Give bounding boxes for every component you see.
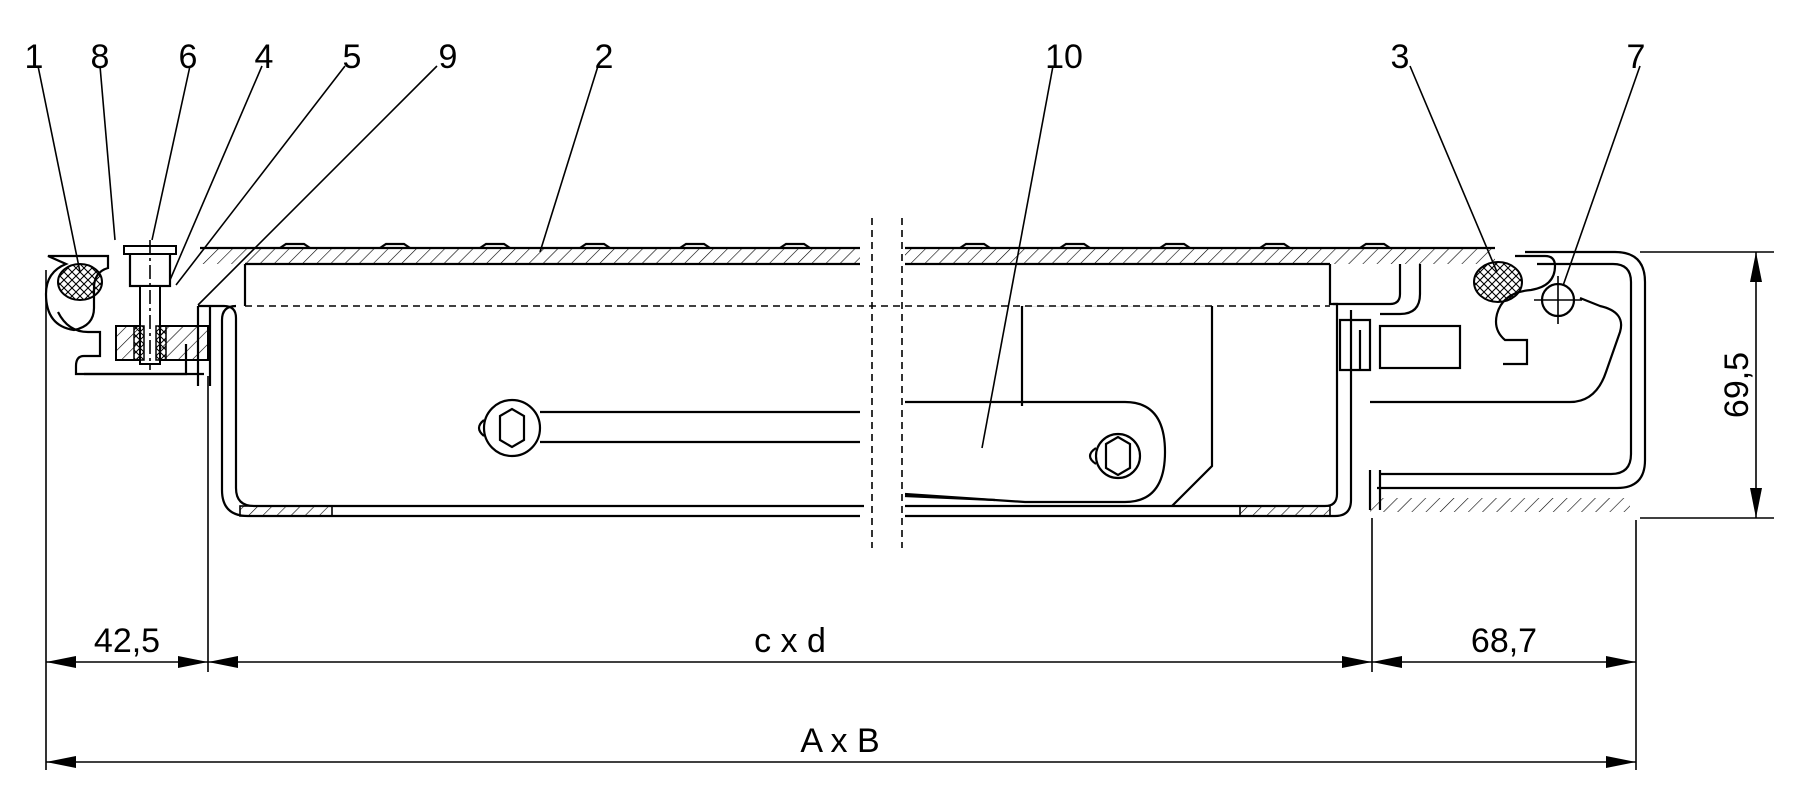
extension-lines xyxy=(45,251,1774,770)
part-label-1: 1 xyxy=(25,38,44,76)
hinge-screw xyxy=(115,240,209,370)
part-label-5: 5 xyxy=(343,38,362,76)
tray-body xyxy=(196,264,1353,518)
part-label-7: 7 xyxy=(1627,38,1646,76)
part-label-9: 9 xyxy=(439,38,458,76)
dim-overall: A x B xyxy=(800,722,879,760)
part-label-4: 4 xyxy=(255,38,274,76)
part-label-10: 10 xyxy=(1045,38,1083,76)
dim-left-flange: 42,5 xyxy=(94,622,160,660)
left-frame xyxy=(44,254,204,376)
part-label-2: 2 xyxy=(595,38,614,76)
leader-lines xyxy=(37,65,1641,449)
dim-right-flange: 68,7 xyxy=(1471,622,1537,660)
part-label-8: 8 xyxy=(91,38,110,76)
part-labels: 1 8 6 4 5 9 2 10 3 7 xyxy=(25,38,1646,76)
right-gasket xyxy=(1473,261,1523,303)
lever-arm xyxy=(477,306,1214,507)
cover-plate xyxy=(200,242,1495,316)
left-gasket xyxy=(57,263,103,301)
dim-height: 69,5 xyxy=(1718,352,1756,418)
right-frame xyxy=(1338,250,1647,512)
dimension-lines xyxy=(46,252,1762,768)
dimension-texts: 42,5 c x d 68,7 A x B 69,5 xyxy=(94,352,1756,760)
part-label-6: 6 xyxy=(179,38,198,76)
part-label-3: 3 xyxy=(1391,38,1410,76)
break-lines xyxy=(871,218,903,548)
dim-clear-opening: c x d xyxy=(754,622,826,660)
